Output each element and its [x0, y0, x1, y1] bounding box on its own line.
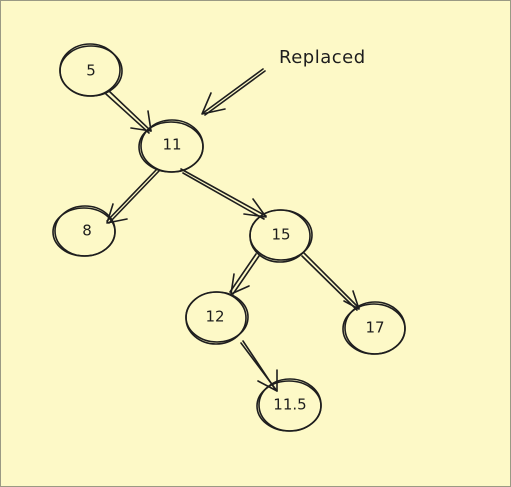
- node-label: 12: [205, 308, 224, 326]
- edge-15-to-17: [301, 252, 360, 311]
- annotation-label: Replaced: [279, 47, 366, 68]
- edge-12-to-11-5: [240, 340, 278, 392]
- edge-11-to-8: [106, 168, 160, 224]
- tree-node: 11: [138, 119, 204, 173]
- tree-node: 12: [185, 291, 249, 345]
- edge-5-to-11: [105, 90, 152, 134]
- tree-node: 11.5: [256, 378, 322, 432]
- annotation-arrow: [201, 68, 266, 116]
- edge-11-to-15: [180, 168, 267, 220]
- tree-node: 15: [249, 209, 313, 263]
- tree-node: 17: [342, 301, 406, 355]
- node-label: 5: [86, 62, 96, 80]
- node-label: 11: [162, 136, 181, 154]
- node-label: 8: [82, 222, 92, 240]
- tree-node: 8: [52, 205, 116, 257]
- tree-node: 5: [59, 43, 123, 97]
- node-label: 15: [271, 226, 290, 244]
- edge-15-to-12: [229, 253, 260, 295]
- node-label: 11.5: [273, 396, 306, 414]
- node-label: 17: [365, 319, 384, 337]
